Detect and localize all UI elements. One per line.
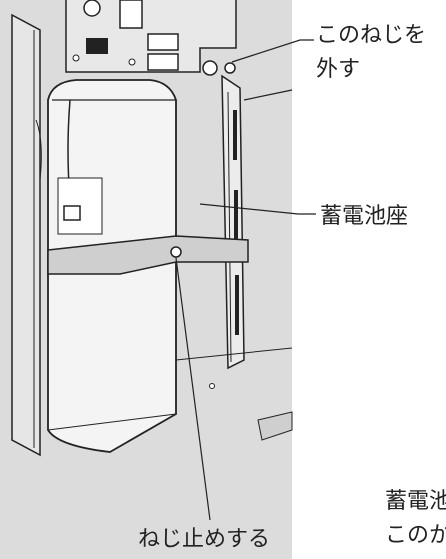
panel-screw-right	[128, 58, 136, 66]
battery-connector	[63, 205, 81, 221]
remove-screw-head	[224, 62, 236, 74]
cut-text-line2: このか	[385, 523, 446, 548]
cabinet-floor-edge	[175, 347, 293, 361]
remove-screw-label-line1: このねじを	[316, 23, 427, 48]
fasten-screw-label: ねじ止めする	[138, 527, 271, 552]
remove-screw-label-line2: 外す	[316, 57, 361, 82]
leader-battery-seat	[199, 203, 316, 215]
panel-relay	[119, 0, 143, 29]
panel-connector-1	[147, 33, 179, 51]
leader-fasten-screw	[175, 257, 211, 521]
panel-screw-left	[72, 54, 80, 62]
door-hinge-detail	[35, 119, 42, 420]
fasten-screw-icon	[170, 246, 182, 258]
cabinet-hole	[209, 383, 215, 389]
battery-strap	[47, 235, 249, 275]
battery-base-edge	[47, 413, 177, 431]
leader-remove-screw	[231, 39, 314, 63]
panel-connector-2	[147, 53, 179, 71]
cabinet-bottom-step	[257, 411, 293, 441]
cabinet-inner-wall	[243, 89, 293, 101]
white-area	[292, 0, 446, 559]
remove-screw-icon	[202, 60, 218, 76]
cabinet-door-edge	[11, 13, 41, 457]
bracket-slot-3	[235, 275, 239, 335]
bracket-slot-1	[233, 110, 237, 160]
cut-text-line1: 蓄電池	[385, 489, 446, 514]
bracket-inner-edge	[227, 91, 232, 363]
battery-seat-label: 蓄電池座	[320, 204, 409, 229]
panel-switch	[86, 38, 108, 54]
bracket-slot-2	[234, 190, 238, 250]
panel-knob	[83, 0, 101, 17]
